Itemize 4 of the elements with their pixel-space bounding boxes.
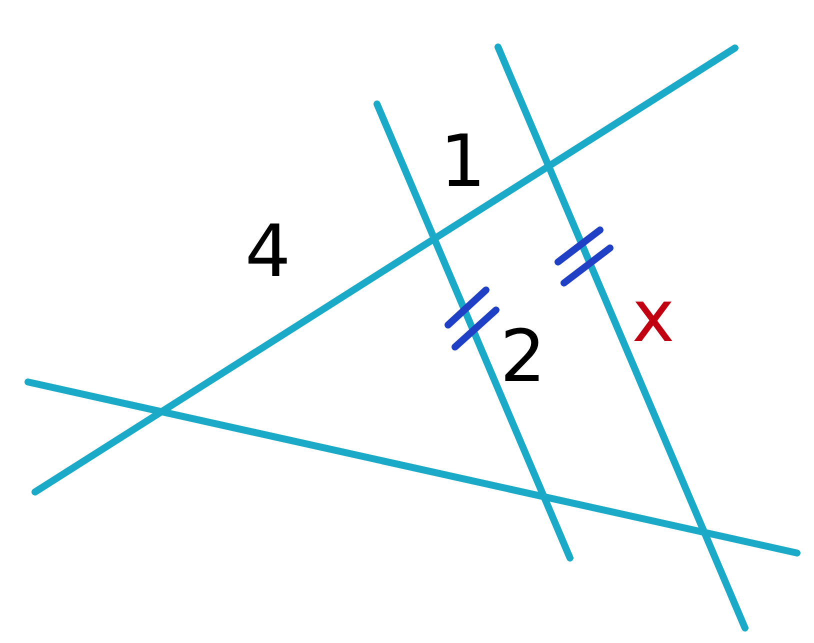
segment-label: x <box>632 280 675 352</box>
segment-label: 2 <box>500 320 546 392</box>
segment-label: 4 <box>245 215 291 287</box>
segment-label: 1 <box>440 125 486 197</box>
